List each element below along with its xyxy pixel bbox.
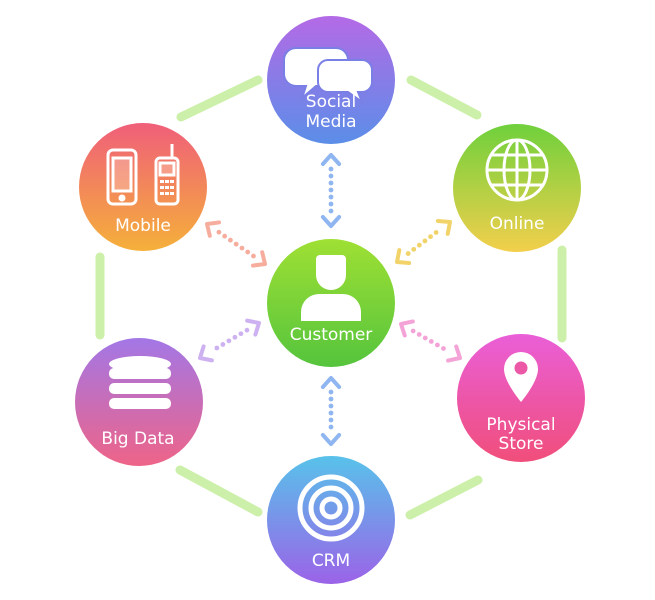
ring-segment xyxy=(405,475,483,520)
arrow-bigdata xyxy=(198,318,261,363)
arrow-store xyxy=(399,319,462,363)
arrow-social xyxy=(320,153,342,228)
node-label: Mobile xyxy=(115,216,171,236)
node-circle xyxy=(267,456,395,584)
ring-segment xyxy=(406,75,482,120)
arrow-mobile xyxy=(205,220,267,268)
node-label: CRM xyxy=(312,551,350,571)
node-customer: Customer xyxy=(267,239,395,367)
node-circle xyxy=(79,123,207,251)
node-big-data: Big Data xyxy=(75,338,203,466)
phones-icon xyxy=(106,144,180,206)
node-label: Big Data xyxy=(101,429,174,449)
node-social-media: Social Media xyxy=(267,16,395,144)
ring-segment xyxy=(176,75,263,122)
node-label: Store xyxy=(499,434,544,454)
person-icon xyxy=(301,255,361,321)
node-label: Online xyxy=(490,214,545,234)
node-label: Physical xyxy=(486,415,555,435)
node-crm: CRM xyxy=(267,456,395,584)
arrows-group xyxy=(198,153,462,446)
database-icon xyxy=(109,356,171,409)
chat-bubbles-icon xyxy=(283,47,373,105)
arrow-crm xyxy=(320,376,342,446)
node-physical-store: Physical Store xyxy=(457,334,585,462)
node-label: Customer xyxy=(290,325,373,345)
node-label: Social xyxy=(306,92,356,112)
ring-segment xyxy=(175,465,263,517)
target-icon xyxy=(297,474,365,542)
globe-icon xyxy=(485,138,549,202)
arrow-online xyxy=(395,218,452,266)
node-mobile: Mobile xyxy=(79,123,207,251)
ring-connector xyxy=(95,75,567,520)
map-pin-icon xyxy=(504,352,538,402)
node-label: Media xyxy=(305,112,356,132)
node-online: Online xyxy=(453,124,581,252)
